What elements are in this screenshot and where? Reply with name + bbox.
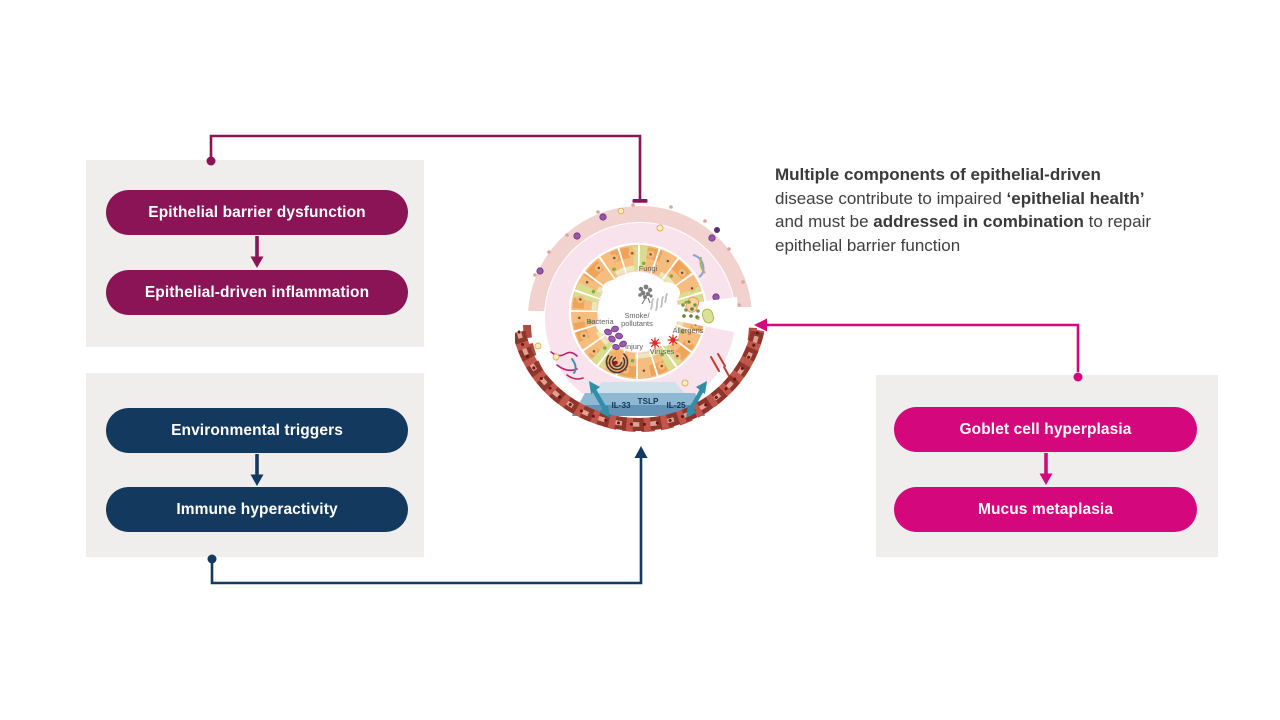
injury-label: Injury: [625, 342, 643, 351]
caption-run: ‘epithelial health’: [1006, 188, 1145, 208]
alarmin-arrow-left: [589, 381, 610, 418]
lumen: [596, 272, 680, 352]
allergens-label: Allergens: [673, 326, 704, 335]
node-goblet-cell-hyperplasia: Goblet cell hyperplasia: [894, 407, 1197, 452]
damaged-barrier-region: [677, 296, 739, 333]
node-immune-hyperactivity: Immune hyperactivity: [106, 487, 408, 532]
smooth-muscle-band: [515, 322, 765, 432]
smoke-icon: [650, 293, 668, 311]
allergens-icon: [681, 300, 700, 319]
bacteria-icon: [604, 325, 627, 351]
alarmin-arrow-right: [686, 381, 707, 418]
caption-run: and must be: [775, 212, 874, 231]
smoke-label-line1: Smoke/: [624, 311, 650, 320]
il25-label: IL-25: [666, 401, 686, 410]
key-message: Multiple components of epithelial-driven…: [775, 163, 1155, 257]
caption-run: to repair epithelial barrier function: [775, 212, 1152, 255]
outer-mucosa-ring: [528, 203, 752, 319]
fungi-icon: [638, 284, 653, 305]
il33-label: IL-33: [611, 401, 631, 410]
stromal-decorations: [534, 207, 732, 387]
node-mucus-metaplasia: Mucus metaplasia: [894, 487, 1197, 532]
smoke-label-line2: pollutants: [621, 319, 653, 328]
bacteria-label: Bacteria: [586, 317, 614, 326]
node-environmental-triggers: Environmental triggers: [106, 408, 408, 453]
down-arrow-icon: [1039, 453, 1053, 485]
viruses-label: Viruses: [650, 347, 675, 356]
caption-run: disease contribute to impaired: [775, 188, 1007, 208]
node-epithelial-driven-inflammation: Epithelial-driven inflammation: [106, 270, 408, 315]
caption-run: addressed in combination: [873, 212, 1084, 231]
injury-icon: [605, 350, 629, 374]
down-arrow-icon: [250, 236, 264, 268]
node-epithelial-barrier-dysfunction: Epithelial barrier dysfunction: [106, 190, 408, 235]
connector-goblet-magenta: [754, 318, 1083, 382]
caption-run: Multiple components of epithelial-driven: [775, 165, 1101, 184]
virus-icon: [649, 334, 679, 349]
tslp-label: TSLP: [638, 397, 659, 406]
fungi-label: Fungi: [639, 264, 658, 273]
down-arrow-icon: [250, 454, 264, 486]
airway-illustration: Fungi Bacteria Smoke/ pollutants: [515, 203, 765, 432]
barrier-gap-left: [515, 311, 545, 329]
